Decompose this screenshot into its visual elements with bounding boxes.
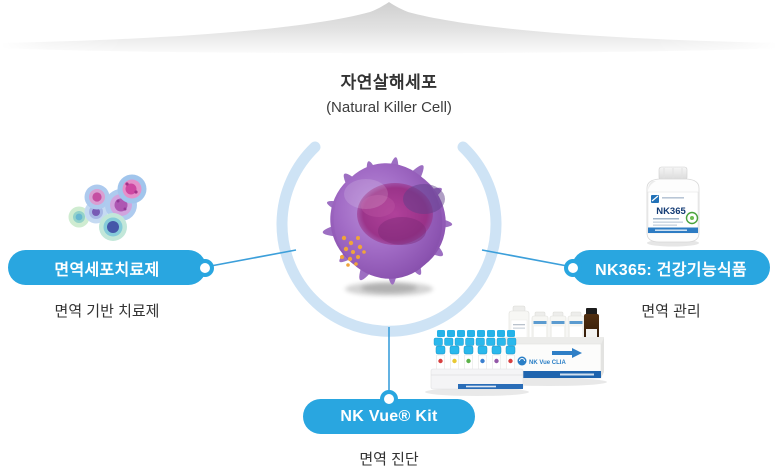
diagram-title: 자연살해세포 (Natural Killer Cell) [0, 72, 778, 118]
node-nk-vue-kit: NK Vue® Kit [303, 390, 475, 434]
connector-line-left [199, 249, 297, 269]
node-immune-cell-therapy-label: 면역세포치료제 [54, 261, 160, 279]
node-immune-cell-therapy: 면역세포치료제 [8, 250, 214, 285]
svg-text:NK365: NK365 [656, 206, 686, 217]
node-nk365-supplement-sublabel: 면역 관리 [641, 303, 701, 320]
nk-vue-kit-image: NK Vue CLIA [425, 305, 607, 396]
node-nk365-supplement-label: NK365: 건강기능식품 [595, 261, 747, 279]
title-korean: 자연살해세포 [340, 73, 438, 92]
nk-cell-image [322, 157, 453, 296]
node-nk-vue-kit-label: NK Vue® Kit [340, 407, 438, 425]
node-nk365-supplement: NK365: 건강기능식품 [564, 250, 770, 285]
immune-cells-image [68, 174, 147, 241]
title-english: (Natural Killer Cell) [326, 98, 452, 116]
svg-text:NK Vue CLIA: NK Vue CLIA [529, 360, 566, 366]
node-nk-vue-kit-sublabel: 면역 진단 [359, 451, 419, 468]
connector-dot-right [564, 258, 582, 277]
nk365-bottle-image: NK365 [646, 166, 700, 247]
connector-line-right [481, 249, 579, 269]
top-drape-decoration [0, 2, 778, 54]
connector-dot-bottom [380, 390, 398, 408]
connector-dot-left [196, 258, 214, 277]
node-immune-cell-therapy-sublabel: 면역 기반 치료제 [54, 303, 160, 320]
